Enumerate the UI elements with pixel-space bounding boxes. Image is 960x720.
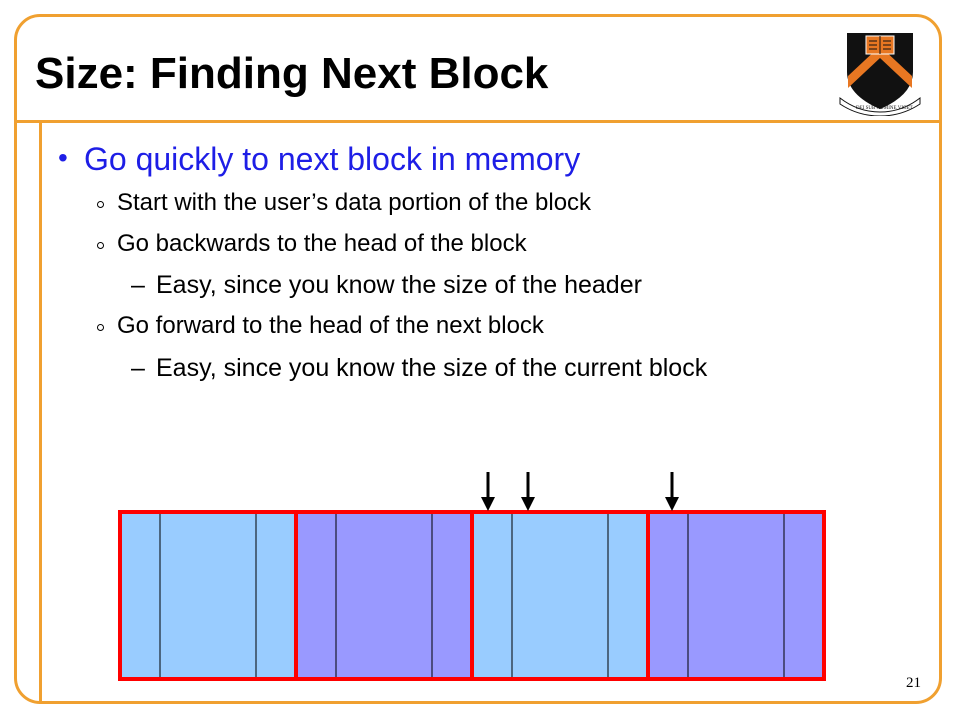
- sub-bullet-icon: [97, 324, 104, 331]
- princeton-shield-icon: DEI SUB NUMINE VIGET: [839, 33, 921, 116]
- title-divider: [14, 120, 942, 123]
- bullet-text: Go forward to the head of the next block: [117, 312, 544, 339]
- memory-block-3: [472, 512, 648, 679]
- pointer-arrow-icon: [481, 497, 495, 511]
- page-number: 21: [906, 675, 921, 691]
- bullet-text: Go quickly to next block in memory: [84, 141, 581, 177]
- left-rule: [39, 123, 42, 704]
- memory-block-2: [296, 512, 472, 679]
- sub-bullet-icon: [97, 201, 104, 208]
- pointer-arrow-icon: [521, 497, 535, 511]
- memory-block-4: [648, 512, 824, 679]
- bullet-text: Easy, since you know the size of the hea…: [156, 271, 642, 299]
- sub-bullet-icon: [97, 242, 104, 249]
- slide-frame: [14, 14, 942, 704]
- dash-bullet-icon: –: [131, 354, 145, 382]
- memory-block-border: [646, 510, 826, 681]
- bullet-text: Easy, since you know the size of the cur…: [156, 354, 708, 382]
- pointer-arrow-icon: [665, 497, 679, 511]
- slide-title: Size: Finding Next Block: [35, 49, 549, 98]
- crest-motto: DEI SUB NUMINE VIGET: [856, 106, 913, 111]
- bullet-dot-icon: •: [58, 142, 68, 173]
- bullet-text: Start with the user’s data portion of th…: [117, 189, 592, 216]
- memory-block-1: [120, 512, 296, 679]
- dash-bullet-icon: –: [131, 271, 145, 299]
- bullet-text: Go backwards to the head of the block: [117, 230, 527, 257]
